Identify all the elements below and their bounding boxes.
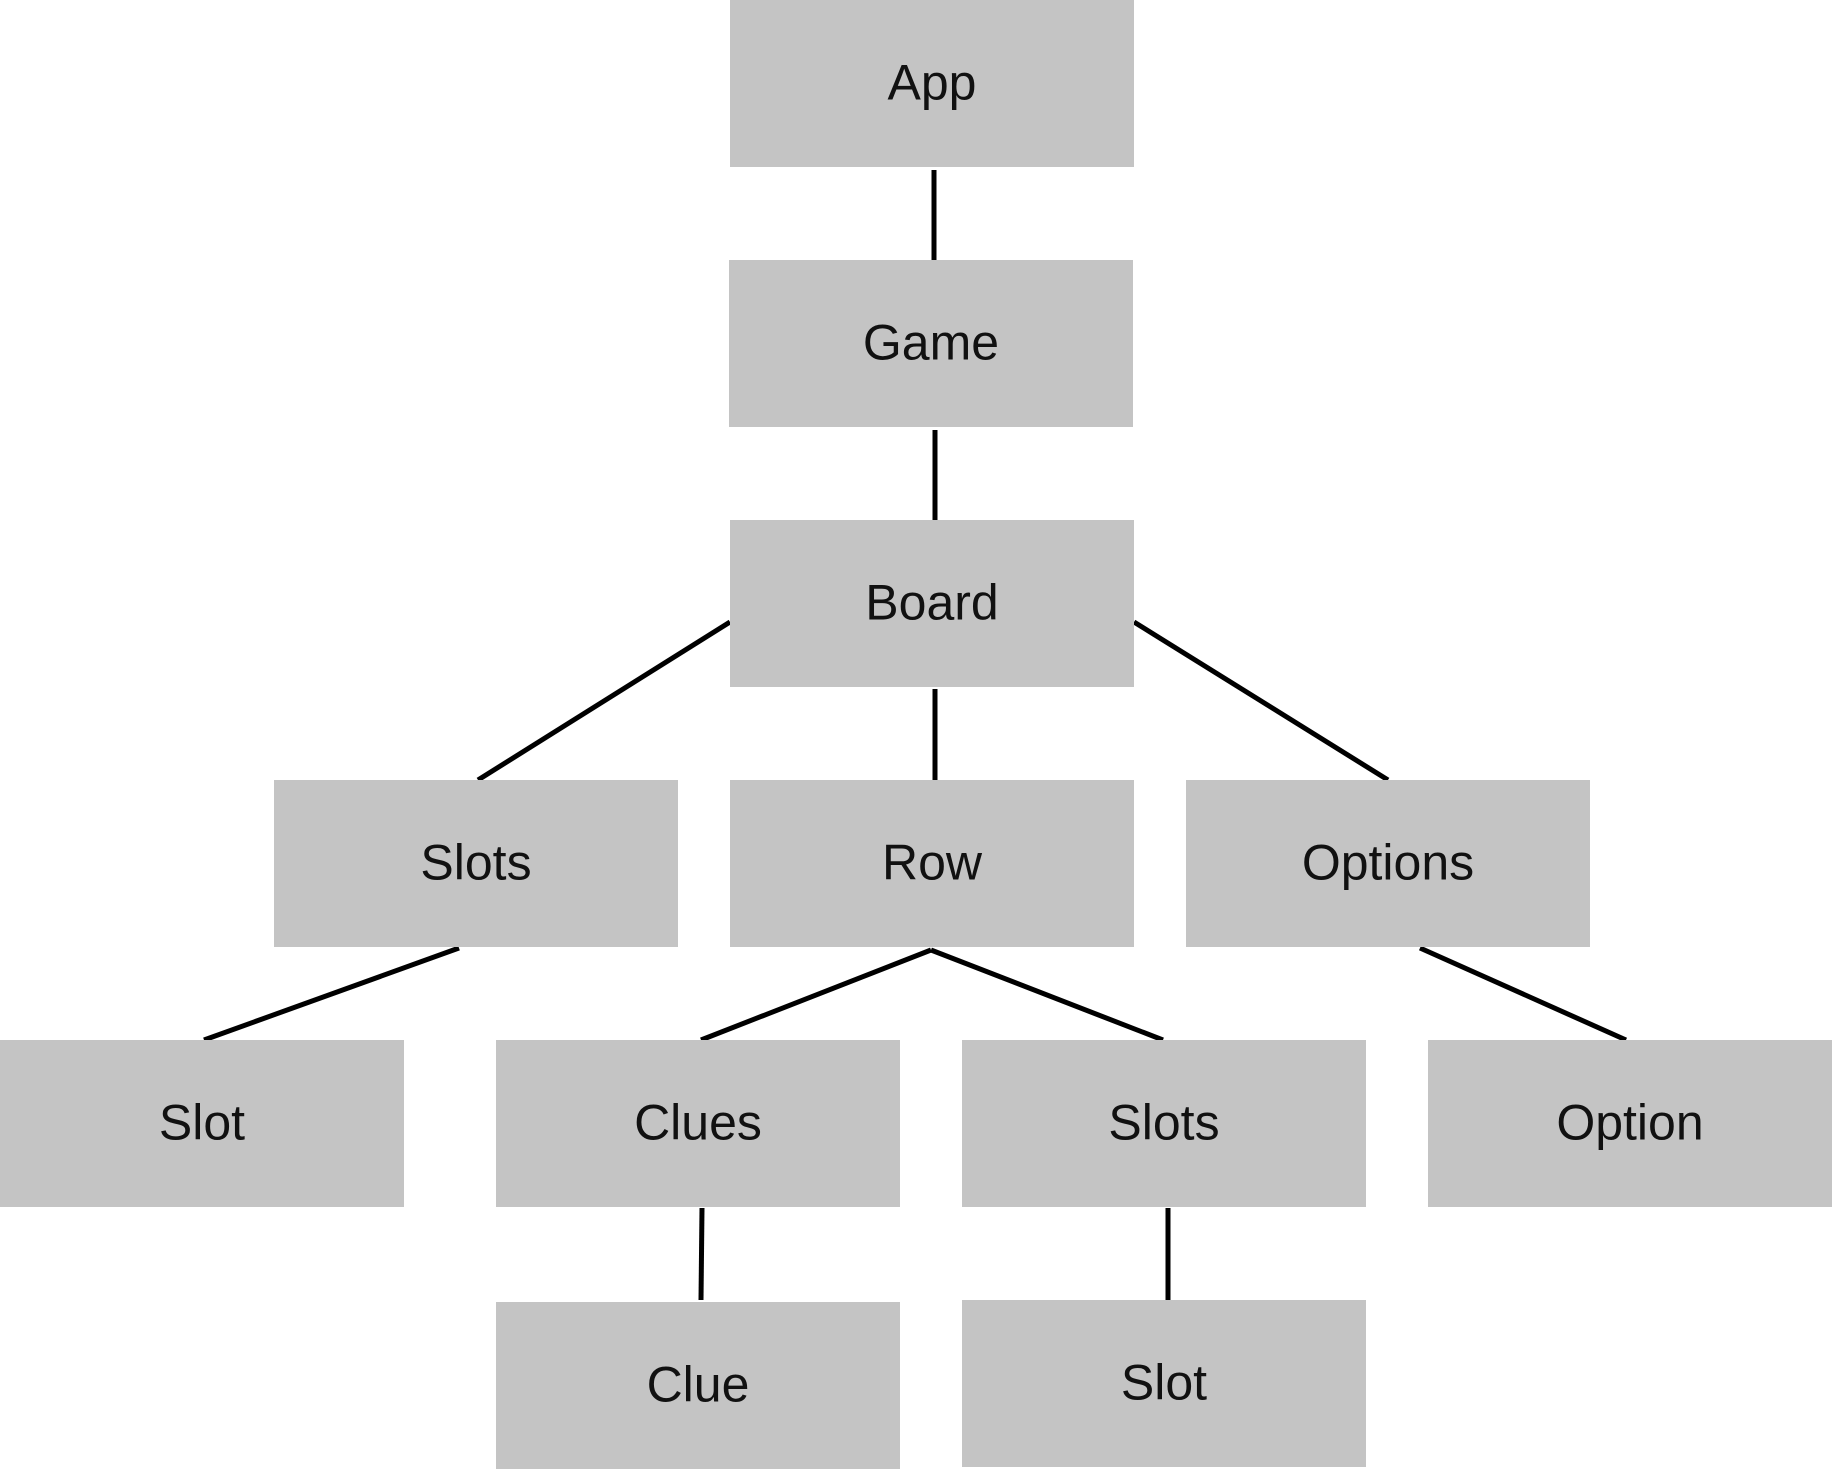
node-label-app: App [888,55,977,111]
node-board: Board [730,520,1134,687]
node-game: Game [729,260,1133,427]
node-slot-1: Slot [0,1040,404,1207]
node-slot-2: Slot [962,1300,1366,1467]
node-label-clues: Clues [634,1095,762,1151]
edge-slots-1-to-slot-1 [203,945,460,1043]
node-label-row: Row [882,835,983,891]
node-box-clues [496,1040,900,1207]
edge-row-to-slots-2 [930,947,1164,1043]
node-box-row [730,780,1134,947]
node-options: Options [1186,780,1590,947]
node-label-slot-1: Slot [159,1095,245,1151]
node-label-slot-2: Slot [1121,1355,1207,1411]
edges-layer [203,170,1628,1301]
edge-row-to-clues [700,947,932,1043]
node-box-slot-1 [0,1040,404,1207]
node-box-slot-2 [962,1300,1366,1467]
node-label-clue: Clue [647,1357,750,1413]
node-row: Row [730,780,1134,947]
edge-board-to-options [1132,619,1390,783]
node-box-game [729,260,1133,427]
node-box-clue [496,1302,900,1469]
edge-options-to-option [1418,945,1628,1043]
node-box-option [1428,1040,1832,1207]
node-clue: Clue [496,1302,900,1469]
node-label-slots-1: Slots [420,835,531,891]
node-box-slots-1 [274,780,678,947]
node-label-slots-2: Slots [1108,1095,1219,1151]
node-label-game: Game [863,315,999,371]
node-label-option: Option [1556,1095,1703,1151]
edge-clues-to-clue [698,1207,705,1301]
node-option: Option [1428,1040,1832,1207]
node-label-options: Options [1302,835,1474,891]
node-box-app [730,0,1134,167]
node-slots-1: Slots [274,780,678,947]
node-app: App [730,0,1134,167]
node-box-slots-2 [962,1040,1366,1207]
node-slots-2: Slots [962,1040,1366,1207]
node-clues: Clues [496,1040,900,1207]
node-box-board [730,520,1134,687]
node-box-options [1186,780,1590,947]
node-label-board: Board [865,575,998,631]
edge-board-to-slots-1 [476,619,732,783]
